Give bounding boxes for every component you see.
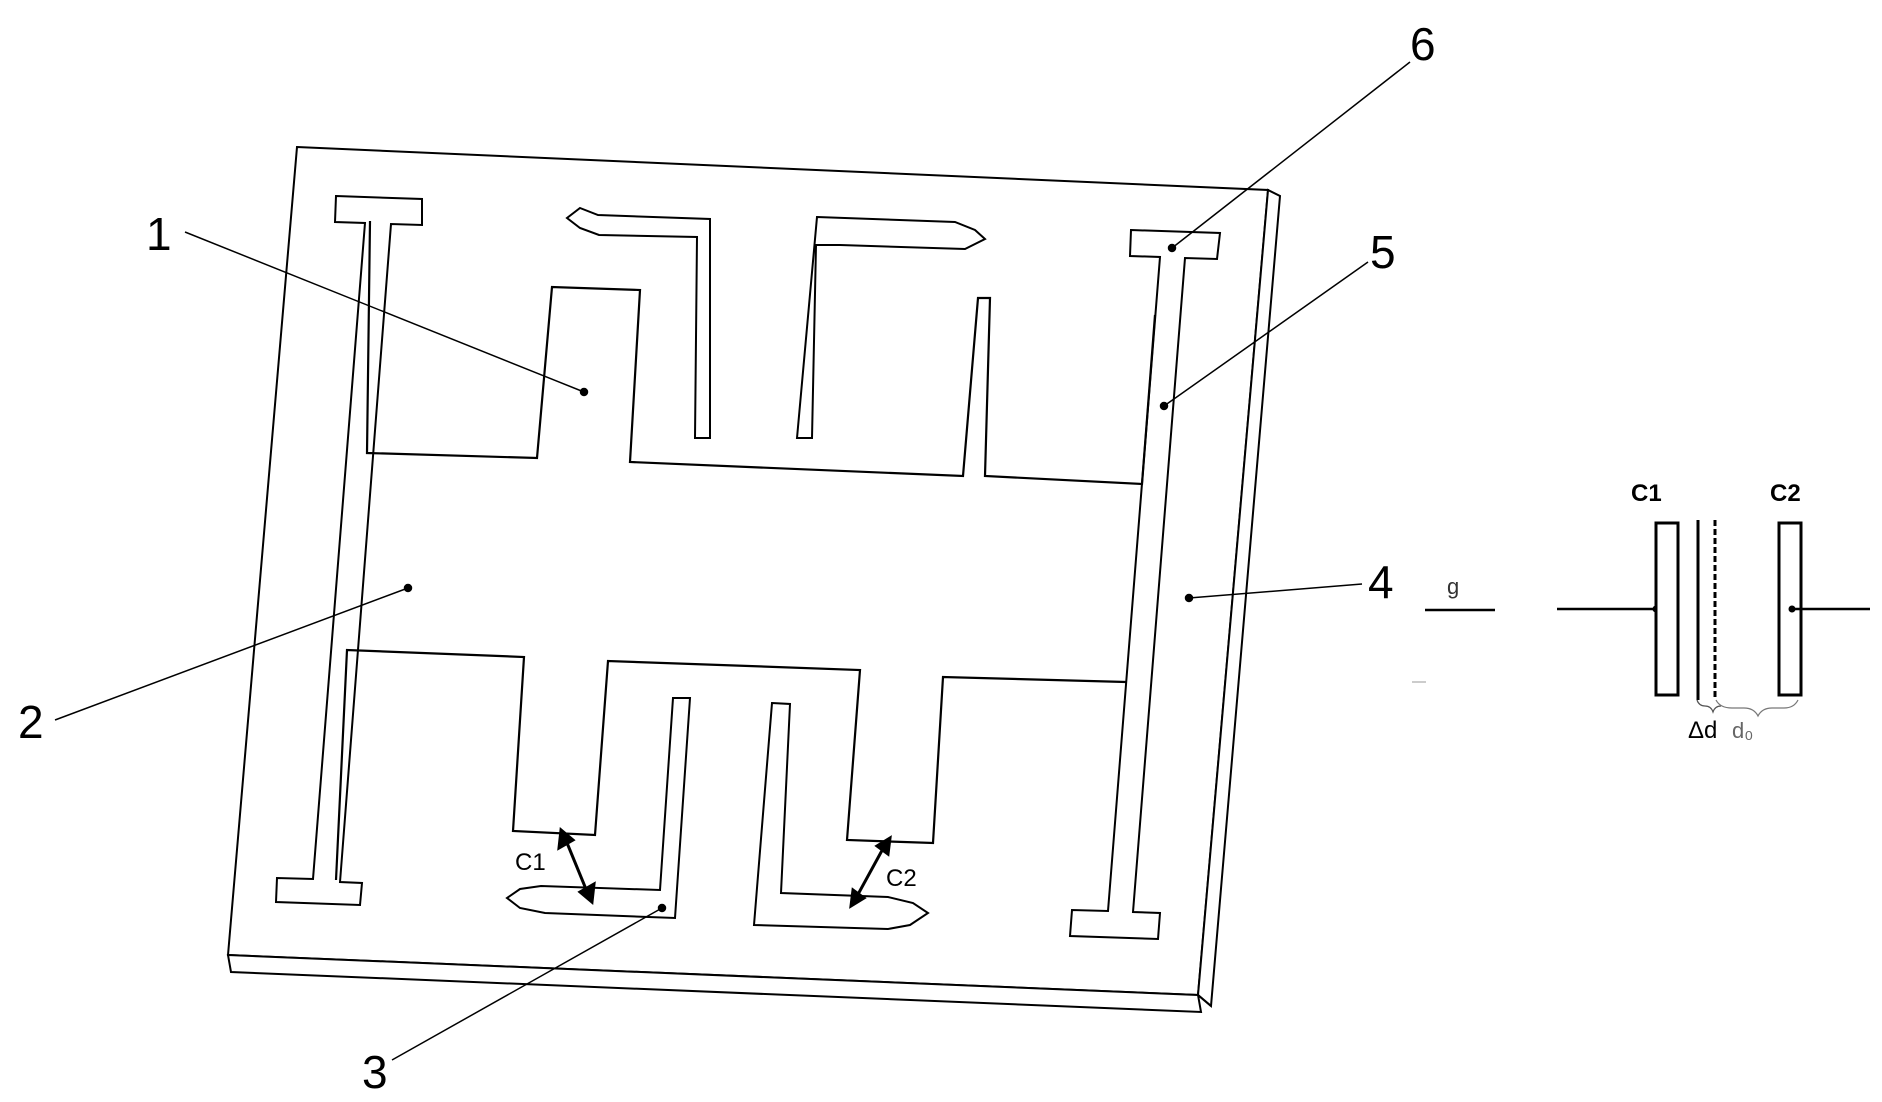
lower-comb-outline	[334, 648, 1127, 881]
c1-schematic-label: C1	[1631, 480, 1662, 507]
delta-d-label: Δd	[1688, 717, 1717, 744]
c1-plate	[1654, 521, 1680, 697]
delta-d-brace	[1696, 699, 1722, 714]
capacitor-schematic: g C1 C2 Δd d₀	[1412, 480, 1870, 744]
c2-inner-label: C2	[886, 865, 917, 892]
right-i-beam	[1068, 228, 1222, 941]
ref-num-3: 3	[362, 1046, 388, 1097]
ref-num-2: 2	[18, 696, 44, 748]
c1-gap-arrow	[557, 827, 596, 905]
plate-corner-line	[1197, 994, 1212, 1007]
c2-schematic-label: C2	[1770, 480, 1801, 507]
upper-left-finger	[565, 206, 711, 439]
d0-brace	[1715, 699, 1799, 718]
plate-bottom-side	[226, 953, 1203, 1014]
upper-right-finger	[795, 215, 987, 439]
left-i-beam	[274, 194, 423, 907]
lower-left-finger	[505, 697, 692, 920]
g-label: g	[1447, 574, 1459, 599]
leader-lines	[54, 61, 1411, 1061]
ref-num-4: 4	[1368, 556, 1394, 608]
upper-comb-outline	[365, 220, 1157, 486]
d0-label: d₀	[1732, 718, 1753, 743]
ref-num-1: 1	[146, 208, 172, 260]
lower-right-finger	[752, 701, 930, 931]
c1-inner-label: C1	[515, 849, 546, 876]
substrate-plate	[226, 145, 1282, 1014]
c2-gap-arrow	[849, 835, 892, 909]
ref-num-6: 6	[1410, 18, 1436, 70]
ref-num-5: 5	[1370, 226, 1396, 278]
